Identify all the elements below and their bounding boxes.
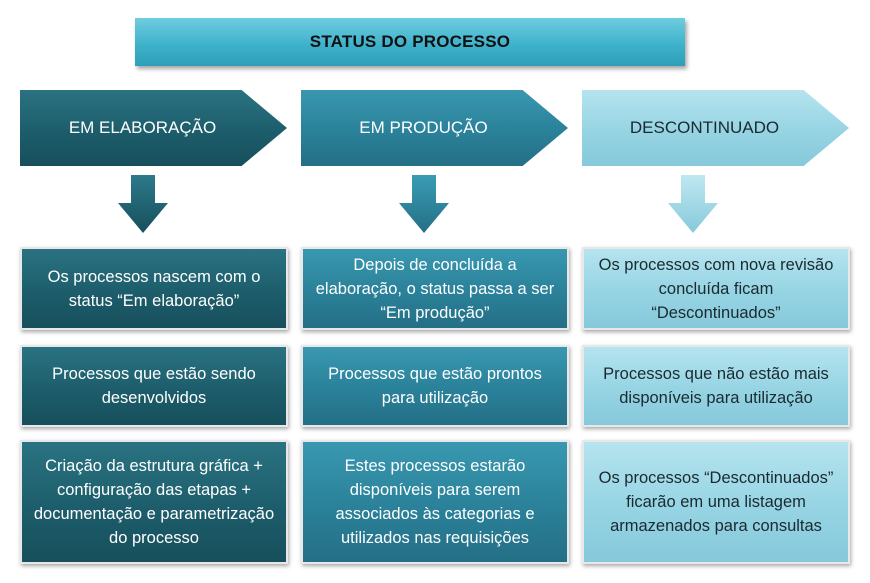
- description-box: Processos que estão sendo desenvolvidos: [20, 345, 288, 427]
- down-arrow-icon: [668, 175, 718, 233]
- status-label: DESCONTINUADO: [629, 118, 780, 137]
- description-box: Depois de concluída a elaboração, o stat…: [301, 247, 569, 330]
- description-box: Os processos com nova revisão concluída …: [582, 247, 850, 330]
- column-em-producao: EM PRODUÇÃO Depois de concluída a elabor…: [301, 0, 571, 583]
- description-box: Estes processos estarão disponíveis para…: [301, 440, 569, 564]
- status-label: EM PRODUÇÃO: [359, 118, 488, 137]
- description-box: Os processos “Descontinuados” ficarão em…: [582, 440, 850, 564]
- down-arrow-icon: [399, 175, 449, 233]
- description-box: Processos que não estão mais disponíveis…: [582, 345, 850, 427]
- status-chevron-descontinuado: DESCONTINUADO: [582, 90, 849, 166]
- diagram-title: STATUS DO PROCESSO: [135, 18, 685, 66]
- description-box: Processos que estão prontos para utiliza…: [301, 345, 569, 427]
- description-box: Os processos nascem com o status “Em ela…: [20, 247, 288, 330]
- status-chevron-em-elaboracao: EM ELABORAÇÃO: [20, 90, 287, 166]
- status-label: EM ELABORAÇÃO: [68, 118, 217, 137]
- column-em-elaboracao: EM ELABORAÇÃO Os processos nascem com o …: [20, 0, 290, 583]
- column-descontinuado: DESCONTINUADO Os processos com nova revi…: [582, 0, 852, 583]
- status-chevron-em-producao: EM PRODUÇÃO: [301, 90, 568, 166]
- down-arrow-icon: [118, 175, 168, 233]
- description-box: Criação da estrutura gráfica + configura…: [20, 440, 288, 564]
